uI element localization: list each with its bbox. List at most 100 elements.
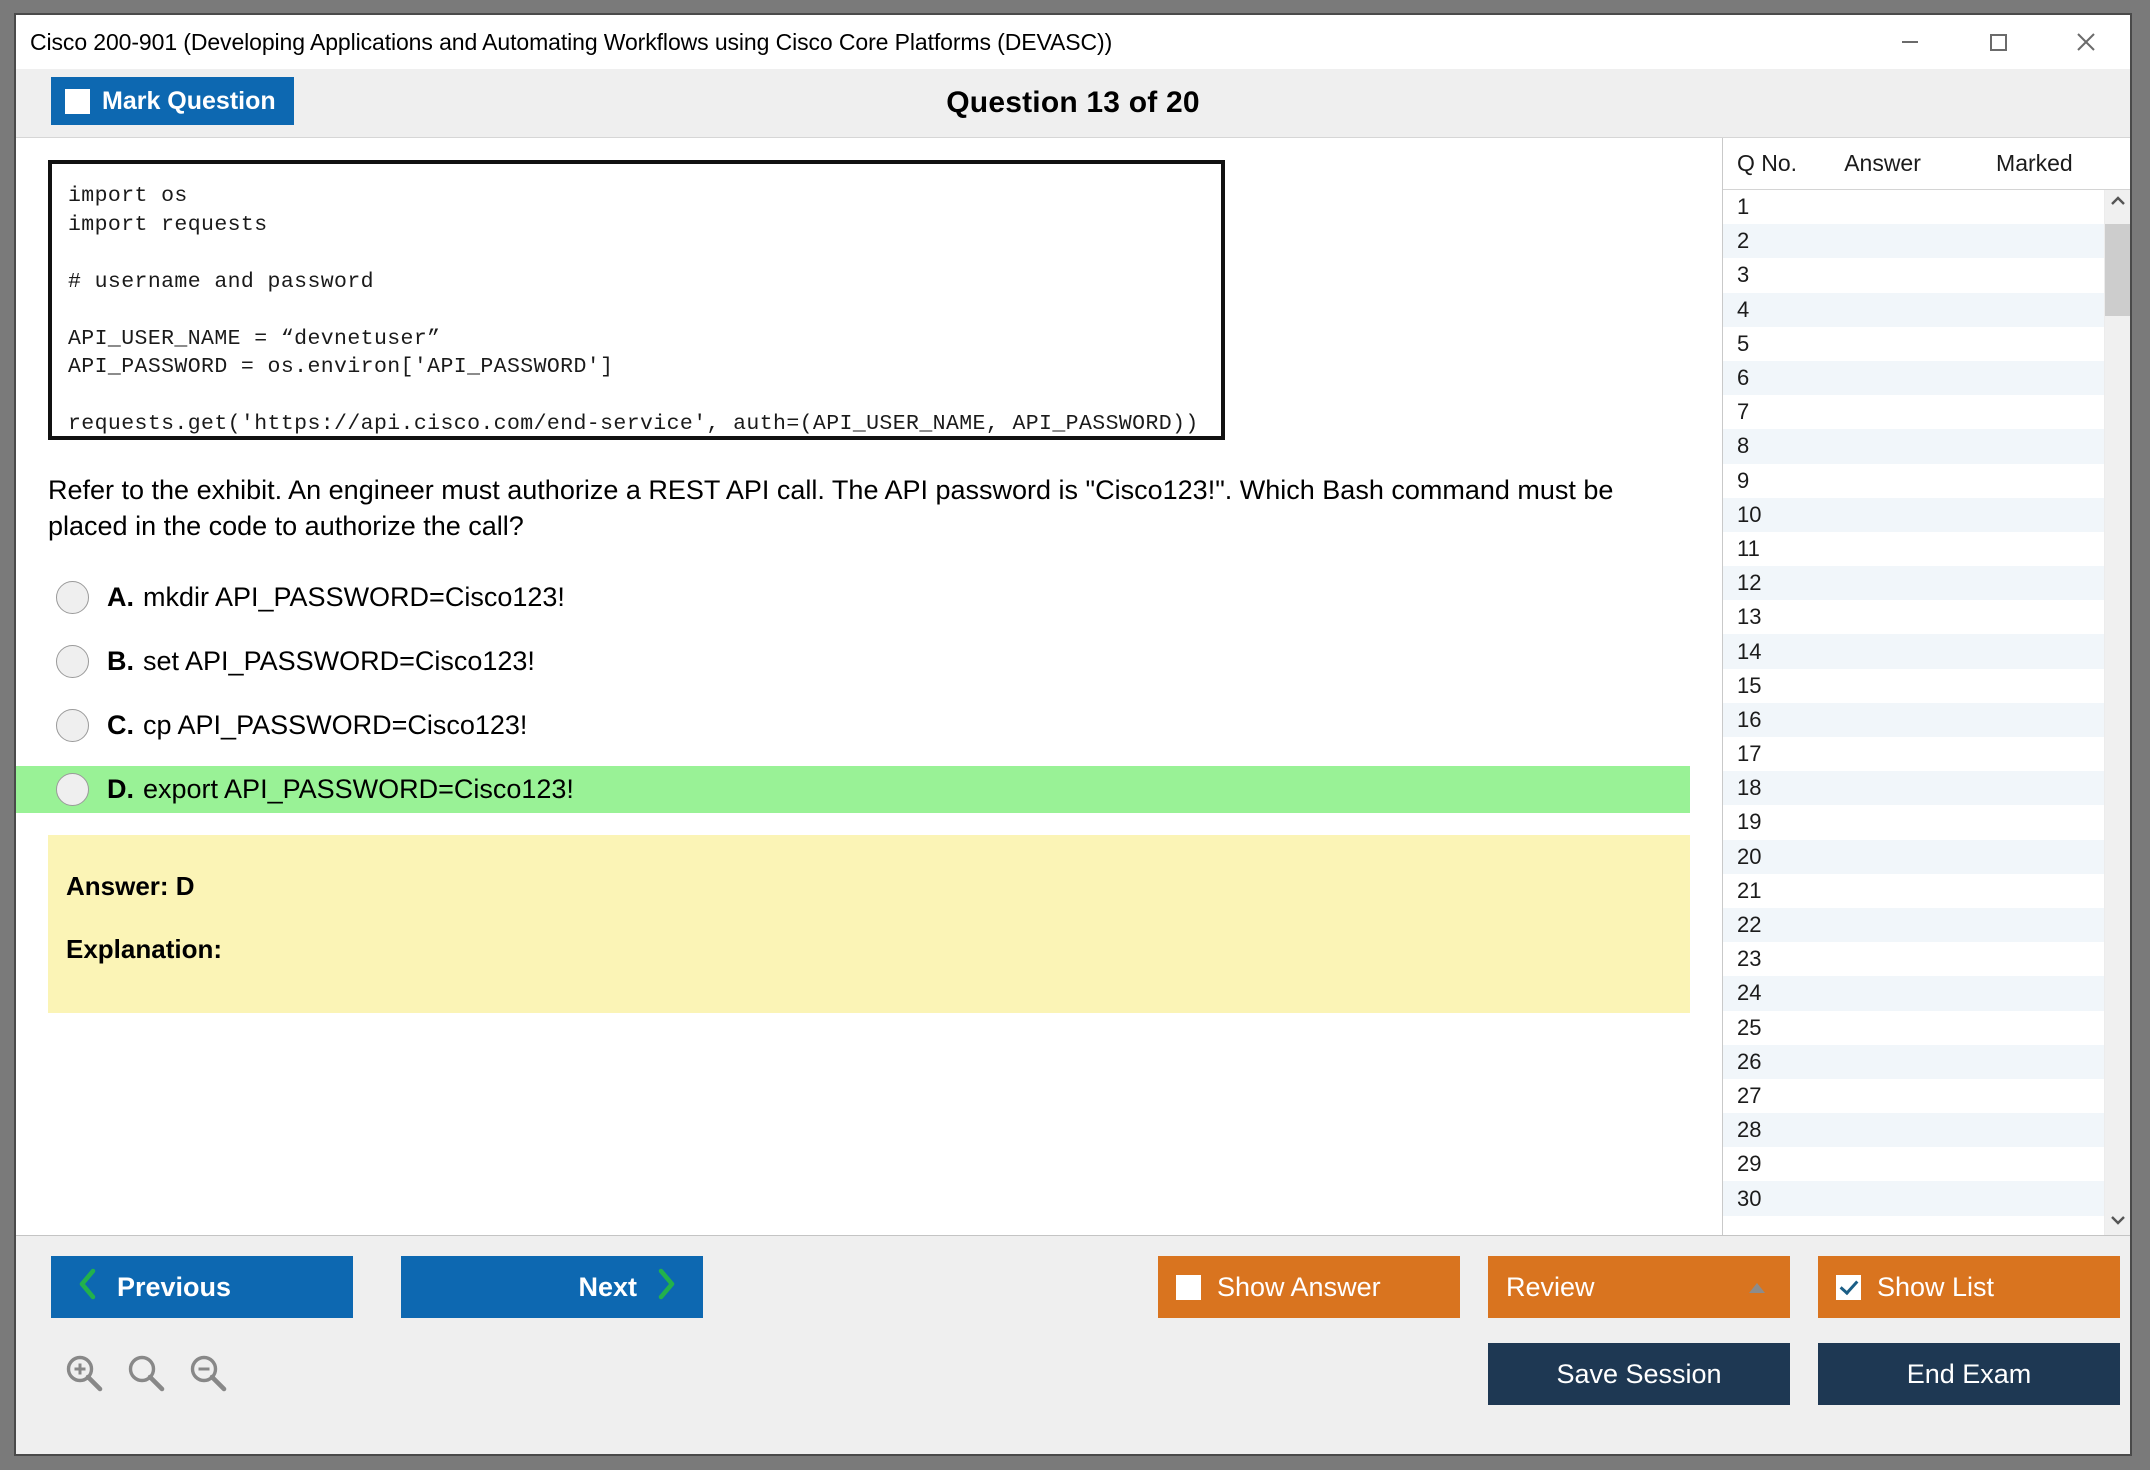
question-list-row[interactable]: 2 xyxy=(1723,224,2104,259)
question-list-row[interactable]: 7 xyxy=(1723,395,2104,430)
question-list-row[interactable]: 18 xyxy=(1723,771,2104,806)
option-letter-d: D. xyxy=(107,774,134,804)
next-label: Next xyxy=(578,1271,637,1302)
question-list-row-number: 14 xyxy=(1737,638,1762,664)
question-list-row-number: 1 xyxy=(1737,194,1750,220)
question-list-row[interactable]: 8 xyxy=(1723,429,2104,464)
option-row-a[interactable]: A. mkdir API_PASSWORD=Cisco123! xyxy=(16,574,1722,621)
window-title: Cisco 200-901 (Developing Applications a… xyxy=(30,28,1113,55)
question-list-row-number: 16 xyxy=(1737,706,1762,732)
question-list-row[interactable]: 30 xyxy=(1723,1181,2104,1216)
show-list-checkbox[interactable] xyxy=(1836,1274,1861,1300)
question-list-row[interactable]: 3 xyxy=(1723,258,2104,293)
question-list-row[interactable]: 28 xyxy=(1723,1113,2104,1148)
question-text: Refer to the exhibit. An engineer must a… xyxy=(48,475,1614,541)
column-header-answer: Answer xyxy=(1844,150,1921,176)
question-list-row[interactable]: 10 xyxy=(1723,497,2104,532)
end-exam-button[interactable]: End Exam xyxy=(1818,1343,2120,1405)
save-session-button[interactable]: Save Session xyxy=(1488,1343,1790,1405)
option-row-b[interactable]: B. set API_PASSWORD=Cisco123! xyxy=(16,638,1722,685)
radio-b[interactable] xyxy=(56,645,89,678)
next-button[interactable]: Next xyxy=(401,1256,703,1318)
question-list-row[interactable]: 20 xyxy=(1723,839,2104,874)
question-list-row-number: 23 xyxy=(1737,946,1762,972)
chevron-left-icon xyxy=(77,1267,99,1308)
question-list-row[interactable]: 19 xyxy=(1723,805,2104,840)
window-controls xyxy=(1866,15,2130,69)
question-list-row[interactable]: 12 xyxy=(1723,566,2104,601)
question-list-row-number: 2 xyxy=(1737,228,1750,254)
option-row-c[interactable]: C. cp API_PASSWORD=Cisco123! xyxy=(16,702,1722,749)
question-list-row[interactable]: 14 xyxy=(1723,634,2104,669)
question-list-row-number: 20 xyxy=(1737,843,1762,869)
radio-c[interactable] xyxy=(56,709,89,742)
question-list-row-number: 8 xyxy=(1737,433,1750,459)
question-list-row-number: 22 xyxy=(1737,912,1762,938)
question-content-pane: import os import requests # username and… xyxy=(16,138,1722,1235)
question-list-row[interactable]: 21 xyxy=(1723,873,2104,908)
question-list-row-number: 28 xyxy=(1737,1117,1762,1143)
zoom-reset-icon[interactable] xyxy=(124,1351,168,1400)
close-button[interactable] xyxy=(2042,15,2130,69)
mark-question-checkbox[interactable] xyxy=(65,88,90,114)
answer-options: A. mkdir API_PASSWORD=Cisco123! B. set A… xyxy=(16,574,1722,813)
scroll-up-button[interactable] xyxy=(2105,190,2130,216)
question-list-row[interactable]: 27 xyxy=(1723,1078,2104,1114)
option-text-a: mkdir API_PASSWORD=Cisco123! xyxy=(143,582,565,612)
title-bar: Cisco 200-901 (Developing Applications a… xyxy=(16,15,2130,69)
previous-label: Previous xyxy=(117,1271,232,1302)
radio-a[interactable] xyxy=(56,581,89,614)
review-dropdown-button[interactable]: Review xyxy=(1488,1256,1790,1318)
question-list-row[interactable]: 6 xyxy=(1723,360,2104,396)
option-row-d[interactable]: D. export API_PASSWORD=Cisco123! xyxy=(16,766,1690,813)
question-list-row[interactable]: 15 xyxy=(1723,668,2104,703)
question-list-row[interactable]: 22 xyxy=(1723,907,2104,943)
question-list-row-number: 18 xyxy=(1737,775,1762,801)
zoom-out-icon[interactable] xyxy=(186,1351,230,1400)
question-list-row[interactable]: 5 xyxy=(1723,326,2104,361)
scrollbar-thumb[interactable] xyxy=(2105,224,2130,316)
question-list-row-number: 13 xyxy=(1737,604,1762,630)
mark-question-label: Mark Question xyxy=(102,86,276,115)
footer-toolbar: Previous Next Show Answer Review Show Li… xyxy=(16,1235,2130,1454)
save-session-label: Save Session xyxy=(1556,1358,1722,1389)
review-label: Review xyxy=(1506,1271,1595,1302)
scroll-down-button[interactable] xyxy=(2105,1209,2130,1235)
header-bar: Mark Question Question 13 of 20 xyxy=(16,69,2130,138)
option-letter-a: A. xyxy=(107,582,134,612)
show-answer-button[interactable]: Show Answer xyxy=(1158,1256,1460,1318)
question-list-row[interactable]: 26 xyxy=(1723,1044,2104,1079)
question-list-row[interactable]: 24 xyxy=(1723,976,2104,1011)
question-list-scrollbar[interactable] xyxy=(2104,190,2130,1235)
question-list-row-number: 30 xyxy=(1737,1185,1762,1211)
question-list-row[interactable]: 25 xyxy=(1723,1010,2104,1045)
question-list-row[interactable]: 23 xyxy=(1723,942,2104,977)
question-list-row[interactable]: 4 xyxy=(1723,292,2104,327)
option-text-d: export API_PASSWORD=Cisco123! xyxy=(143,774,574,804)
question-list-row[interactable]: 29 xyxy=(1723,1147,2104,1182)
minimize-button[interactable] xyxy=(1866,15,1954,69)
question-list-row[interactable]: 17 xyxy=(1723,737,2104,772)
show-list-button[interactable]: Show List xyxy=(1818,1256,2120,1318)
question-list-row[interactable]: 11 xyxy=(1723,531,2104,567)
end-exam-label: End Exam xyxy=(1906,1358,2032,1389)
chevron-right-icon xyxy=(655,1267,677,1308)
scrollbar-track[interactable] xyxy=(2105,216,2130,1209)
previous-button[interactable]: Previous xyxy=(51,1256,353,1318)
mark-question-button[interactable]: Mark Question xyxy=(51,77,294,125)
maximize-button[interactable] xyxy=(1954,15,2042,69)
question-list-row[interactable]: 13 xyxy=(1723,600,2104,635)
question-list-row-number: 15 xyxy=(1737,672,1762,698)
question-list-row[interactable]: 1 xyxy=(1723,190,2104,225)
show-list-label: Show List xyxy=(1877,1271,1995,1302)
question-list-row-number: 4 xyxy=(1737,296,1750,322)
show-answer-checkbox[interactable] xyxy=(1176,1274,1201,1300)
zoom-in-icon[interactable] xyxy=(62,1351,106,1400)
question-list-row[interactable]: 16 xyxy=(1723,702,2104,737)
question-list-row[interactable]: 9 xyxy=(1723,463,2104,498)
zoom-toolbar xyxy=(62,1351,230,1400)
chevron-down-icon xyxy=(2110,1213,2126,1231)
radio-d[interactable] xyxy=(56,773,89,806)
